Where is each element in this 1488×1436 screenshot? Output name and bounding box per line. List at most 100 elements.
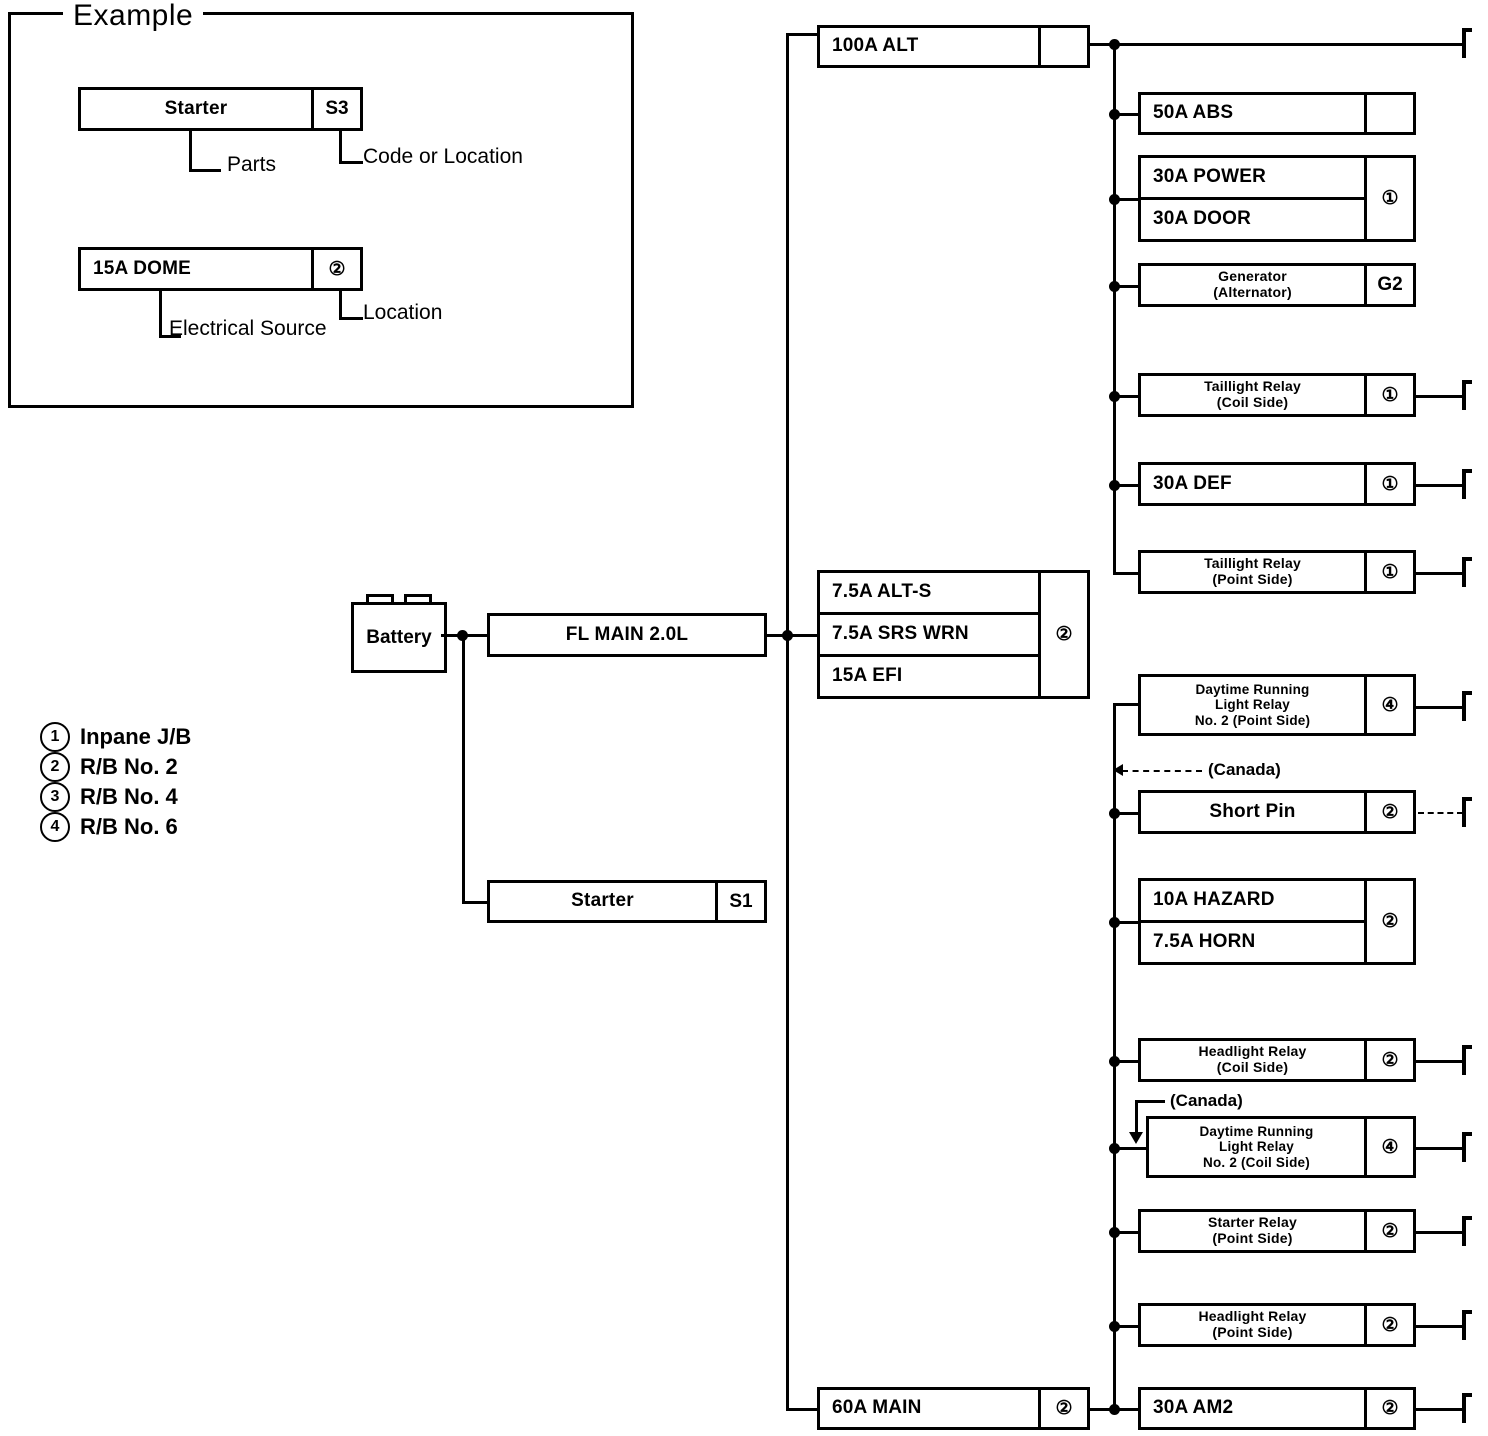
junction-dot — [1109, 109, 1120, 120]
def-30a-box: 30A DEF ① — [1138, 462, 1416, 506]
example-source-note: Electrical Source — [169, 317, 327, 340]
example-location-leader-v — [339, 291, 342, 317]
junction-dot — [1109, 194, 1120, 205]
abs-50a-box: 50A ABS — [1138, 92, 1416, 135]
legend-item: 4 R/B No. 6 — [40, 812, 191, 842]
power-door-box: 30A POWER 30A DOOR ① — [1138, 155, 1416, 242]
connector-terminator-icon — [1458, 1310, 1472, 1340]
junction-dot — [1109, 808, 1120, 819]
wire-to-hazard-horn — [1113, 921, 1138, 924]
drl-relay-point-location: ④ — [1364, 677, 1413, 733]
wire-to-taillight-coil — [1113, 395, 1138, 398]
headlight-relay-coil-location: ② — [1364, 1041, 1413, 1079]
wire-to-drl-point — [1113, 703, 1138, 706]
location-legend: 1 Inpane J/B 2 R/B No. 2 3 R/B No. 4 4 R… — [40, 722, 191, 842]
wire-short-pin-output-dashed — [1418, 812, 1463, 814]
drl-relay-coil-box: Daytime Running Light Relay No. 2 (Coil … — [1146, 1116, 1416, 1178]
connector-terminator-icon — [1458, 469, 1472, 499]
alt-100a-box: 100A ALT — [817, 25, 1090, 68]
taillight-relay-point-location: ① — [1364, 553, 1413, 591]
example-source-box: 15A DOME ② — [78, 247, 363, 291]
door-30a-text: 30A DOOR — [1153, 208, 1252, 230]
power-30a-text: 30A POWER — [1153, 166, 1267, 188]
headlight-relay-point-box: Headlight Relay (Point Side) ② — [1138, 1303, 1416, 1347]
wire-alt-to-upper-bus — [1090, 43, 1120, 46]
connector-terminator-icon — [1458, 691, 1472, 721]
wire-to-generator — [1113, 285, 1138, 288]
canada-note-arrow-top-icon — [1113, 764, 1123, 776]
example-panel: Example Starter S3 Parts Code or Locatio… — [8, 0, 634, 408]
junction-dot — [1109, 917, 1120, 928]
circle-2-icon: 2 — [40, 752, 70, 782]
generator-box: Generator (Alternator) G2 — [1138, 263, 1416, 307]
wire-to-def — [1113, 484, 1138, 487]
connector-terminator-icon — [1458, 380, 1472, 410]
legend-label: R/B No. 4 — [80, 784, 178, 809]
wire-trunk-to-100a-alt — [786, 33, 819, 36]
example-location-note: Location — [363, 301, 443, 324]
hazard-10a-label: 10A HAZARD — [1153, 889, 1275, 911]
alt-s-group-box: 7.5A ALT-S 7.5A SRS WRN 15A EFI ② — [817, 570, 1090, 699]
example-code-leader-h — [339, 161, 363, 164]
legend-label: R/B No. 6 — [80, 814, 178, 839]
hazard-10a-row: 10A HAZARD — [1141, 881, 1364, 920]
example-parts-leader-h — [189, 169, 221, 172]
wire-to-power-door — [1113, 198, 1138, 201]
connector-terminator-icon — [1458, 28, 1472, 58]
circle-1-icon: 1 — [40, 722, 70, 752]
example-location-leader-h — [339, 317, 363, 320]
example-code-note: Code or Location — [363, 145, 523, 168]
main-60a-box: 60A MAIN ② — [817, 1387, 1090, 1430]
headlight-relay-coil-box: Headlight Relay (Coil Side) ② — [1138, 1038, 1416, 1082]
canada-note-top: (Canada) — [1208, 760, 1281, 779]
wire-def-output — [1416, 484, 1463, 487]
main-60a-label: 60A MAIN — [832, 1397, 922, 1419]
drl-relay-coil-label: Daytime Running Light Relay No. 2 (Coil … — [1199, 1123, 1314, 1170]
wire-to-short-pin — [1113, 812, 1138, 815]
efi-row: 15A EFI — [820, 654, 1038, 696]
generator-label: Generator (Alternator) — [1213, 268, 1292, 300]
wire-alt-output — [1113, 43, 1463, 46]
wire-to-taillight-point — [1113, 572, 1138, 575]
horn-75a-label: 7.5A HORN — [1153, 931, 1256, 953]
generator-code: G2 — [1364, 266, 1413, 304]
am2-30a-label: 30A AM2 — [1153, 1397, 1234, 1419]
starter-name: Starter — [571, 890, 634, 912]
battery-box: Battery — [351, 602, 447, 673]
example-code-leader-v — [339, 131, 342, 161]
main-trunk-bus — [786, 33, 789, 1411]
alt-s-row: 7.5A ALT-S — [820, 573, 1038, 612]
connector-terminator-icon — [1458, 1216, 1472, 1246]
drl-relay-coil-location: ④ — [1364, 1119, 1413, 1175]
wire-battery-to-starter-h — [462, 901, 487, 904]
example-part-box: Starter S3 — [78, 87, 363, 131]
starter-relay-point-box: Starter Relay (Point Side) ② — [1138, 1209, 1416, 1253]
example-part-name: Starter — [164, 97, 228, 119]
legend-item: 1 Inpane J/B — [40, 722, 191, 752]
taillight-relay-point-box: Taillight Relay (Point Side) ① — [1138, 550, 1416, 594]
wire-taillight-point-output — [1416, 572, 1463, 575]
taillight-relay-point-label: Taillight Relay (Point Side) — [1204, 555, 1301, 587]
taillight-relay-coil-location: ① — [1364, 376, 1413, 414]
def-30a-location: ① — [1364, 465, 1413, 503]
example-parts-note: Parts — [227, 153, 277, 176]
abs-50a-label: 50A ABS — [1153, 102, 1234, 124]
wire-60a-main-to-lower-bus — [1090, 1408, 1120, 1411]
power-door-location: ① — [1364, 158, 1413, 239]
connector-terminator-icon — [1458, 1045, 1472, 1075]
example-source-leader-v — [159, 291, 162, 335]
junction-dot — [1109, 480, 1120, 491]
legend-label: Inpane J/B — [80, 724, 192, 749]
am2-30a-box: 30A AM2 ② — [1138, 1387, 1416, 1430]
wire-starter-relay-point-output — [1416, 1231, 1463, 1234]
taillight-relay-coil-label: Taillight Relay (Coil Side) — [1204, 378, 1301, 410]
legend-item: 2 R/B No. 2 — [40, 752, 191, 782]
drl-relay-point-label: Daytime Running Light Relay No. 2 (Point… — [1194, 681, 1311, 728]
headlight-relay-point-label: Headlight Relay (Point Side) — [1198, 1308, 1307, 1340]
efi-label: 15A EFI — [832, 665, 903, 687]
fl-main-box: FL MAIN 2.0L — [487, 613, 767, 657]
connector-terminator-icon — [1458, 1393, 1472, 1423]
wire-battery-to-starter-v — [462, 635, 465, 902]
example-part-code: S3 — [311, 90, 360, 128]
alt-s-group-location: ② — [1038, 573, 1087, 696]
